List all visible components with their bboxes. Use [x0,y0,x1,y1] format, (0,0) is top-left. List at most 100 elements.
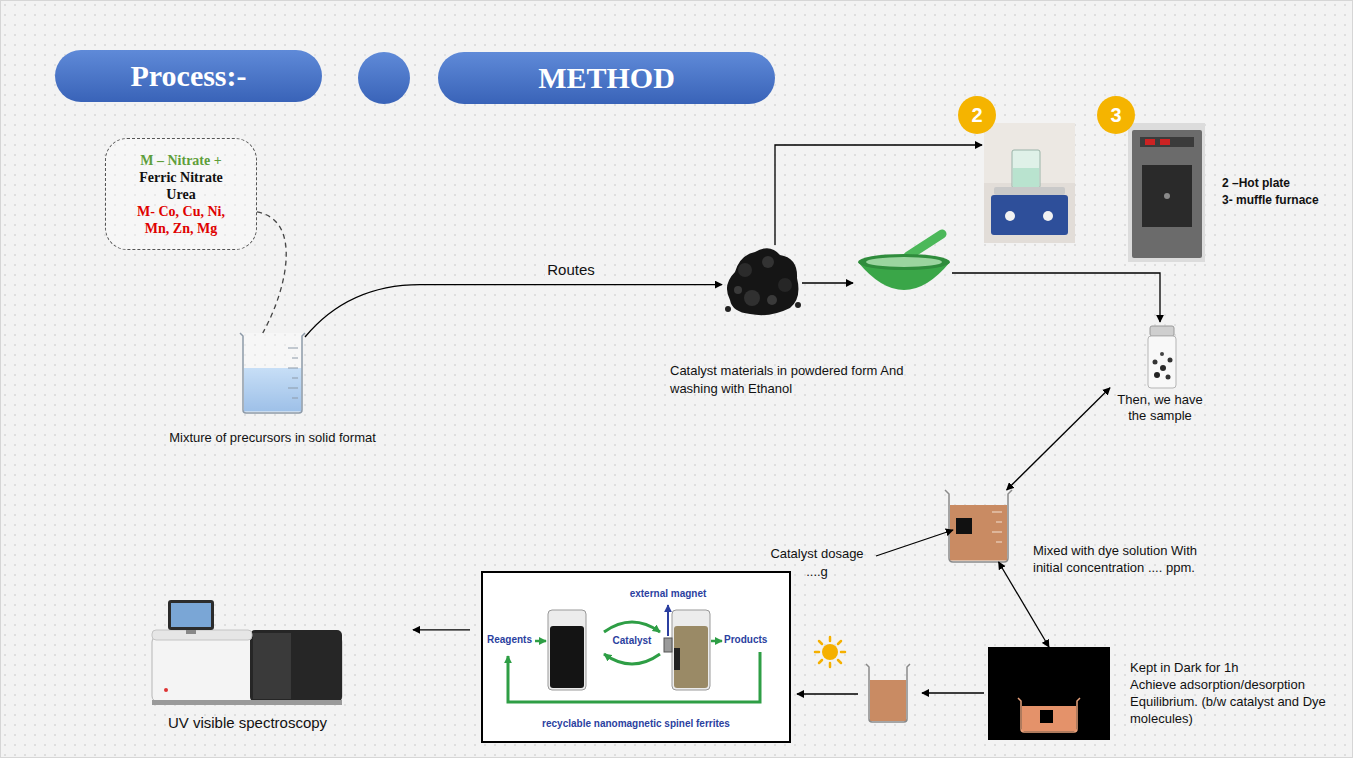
dye-beaker [956,518,972,534]
catalyst-powder [725,248,801,315]
callout-circle: 2 [958,96,996,134]
flow-arrow [797,693,858,694]
uv-spectrometer [152,600,342,705]
inset-label: Catalyst [602,635,662,647]
muffle-furnace-photo [1160,139,1170,145]
precursor-text: Ferric Nitrate Urea [131,169,231,203]
inset-label: external magnet [618,588,718,600]
sample-vial [1166,375,1171,380]
flow-arrow [797,694,858,695]
sun-symbol [815,637,845,667]
precursor-box: M – Nitrate +Ferric Nitrate UreaM- Co, C… [105,138,257,250]
note-label: 2 –Hot plate [1222,176,1290,191]
sample-vial [1153,360,1158,365]
connector [257,212,286,333]
catalyst-powder [744,290,760,306]
flow-arrow [922,692,984,693]
uv-spectrometer [152,630,252,640]
caption: Then, we have the sample [1110,392,1210,424]
caption: Kept in Dark for 1h [1130,659,1335,676]
hot-plate-photo [991,195,1068,235]
irradiated-beaker [870,680,906,721]
recycle-inset [535,640,546,643]
connector [1007,388,1110,490]
mortar-pestle [866,257,942,267]
hot-plate-photo [984,123,1075,243]
powder-figure: Catalyst materials in powdered form And … [722,245,800,317]
catalyst-powder [778,278,792,292]
hot-plate-photo [984,123,1075,243]
flow-arrow [802,283,853,284]
dye-beaker [992,512,1002,542]
precursor-beaker [288,348,298,398]
flow-arrow [802,282,853,283]
catalyst-powder [795,302,801,308]
flow-arrow [922,693,984,694]
dark-box [1018,698,1080,732]
vial-figure: Then, we have the sample [1110,322,1210,428]
dark-box-figure: Kept in Dark for 1hAchieve adsorption/de… [988,647,1110,740]
callout-number: 2 [971,104,982,127]
precursor-text: M- Co, Cu, Ni, Mn, Zn, Mg [131,203,231,237]
dye-beaker [945,490,1012,562]
connector [413,629,470,630]
beaker-figure: Mixture of precursors in solid format [240,333,305,413]
mortar-pestle [908,234,942,256]
note-label: Catalyst dosage ....g [762,545,872,581]
catalyst-powder [727,248,799,315]
hot-plate-photo [1012,150,1040,188]
catalyst-powder [738,263,752,277]
dark-box [1022,706,1076,731]
flow-arrow [952,273,1160,322]
irradiated-beaker [866,664,910,722]
hot-plate-photo [1043,211,1053,221]
precursor-text: M – Nitrate + [121,152,241,169]
recycle-inset [482,572,790,742]
header-dot [358,52,410,104]
mortar-pestle [858,254,950,270]
sample-vial [1168,358,1173,363]
sample-vial [1148,336,1176,388]
sample-vial [1148,326,1176,388]
hot-plate-photo [1013,168,1039,187]
dye-beaker [945,490,1012,562]
flow-arrow [775,145,982,245]
edge-label: Routes [545,261,597,279]
recycle-inset [711,640,722,643]
leader-arrow [876,530,953,556]
muffle-furnace-photo [1128,123,1205,262]
uv-spectrometer [152,700,342,705]
dark-box [1040,710,1053,723]
caption: Catalyst materials in powdered form And … [670,362,910,398]
recycle-inset [674,626,708,688]
pill-title: METHOD [538,61,675,95]
muffle-furnace-photo [1128,123,1205,262]
muffle-furnace-photo [1140,137,1194,147]
catalyst-powder [767,295,777,305]
note-label: 3- muffle furnace [1222,193,1319,208]
caption: Mixture of precursors in solid format [140,429,405,446]
flow-arrow [775,145,982,245]
callout-circle: 3 [1097,96,1135,134]
recycle-inset [508,652,760,702]
sun-symbol [815,637,845,667]
catalyst-powder [734,286,742,294]
caption: Achieve adsorption/desorption Equilibriu… [1130,676,1335,727]
sample-vial [1160,365,1166,371]
sun-symbol [822,644,838,660]
dye-beaker [950,505,1007,561]
uv-spectrometer [171,603,211,627]
recycle-inset [548,610,586,690]
precursor-beaker [240,333,305,413]
precursor-beaker [240,333,305,413]
spectrometer-figure: UV visible spectroscopy [150,598,345,706]
recycle-inset [667,605,669,636]
recycle-inset [664,638,672,652]
sample-vial [1160,352,1164,356]
dye-beaker-figure: Mixed with dye solution With initial con… [945,490,1012,562]
recycle-inset [674,648,680,670]
